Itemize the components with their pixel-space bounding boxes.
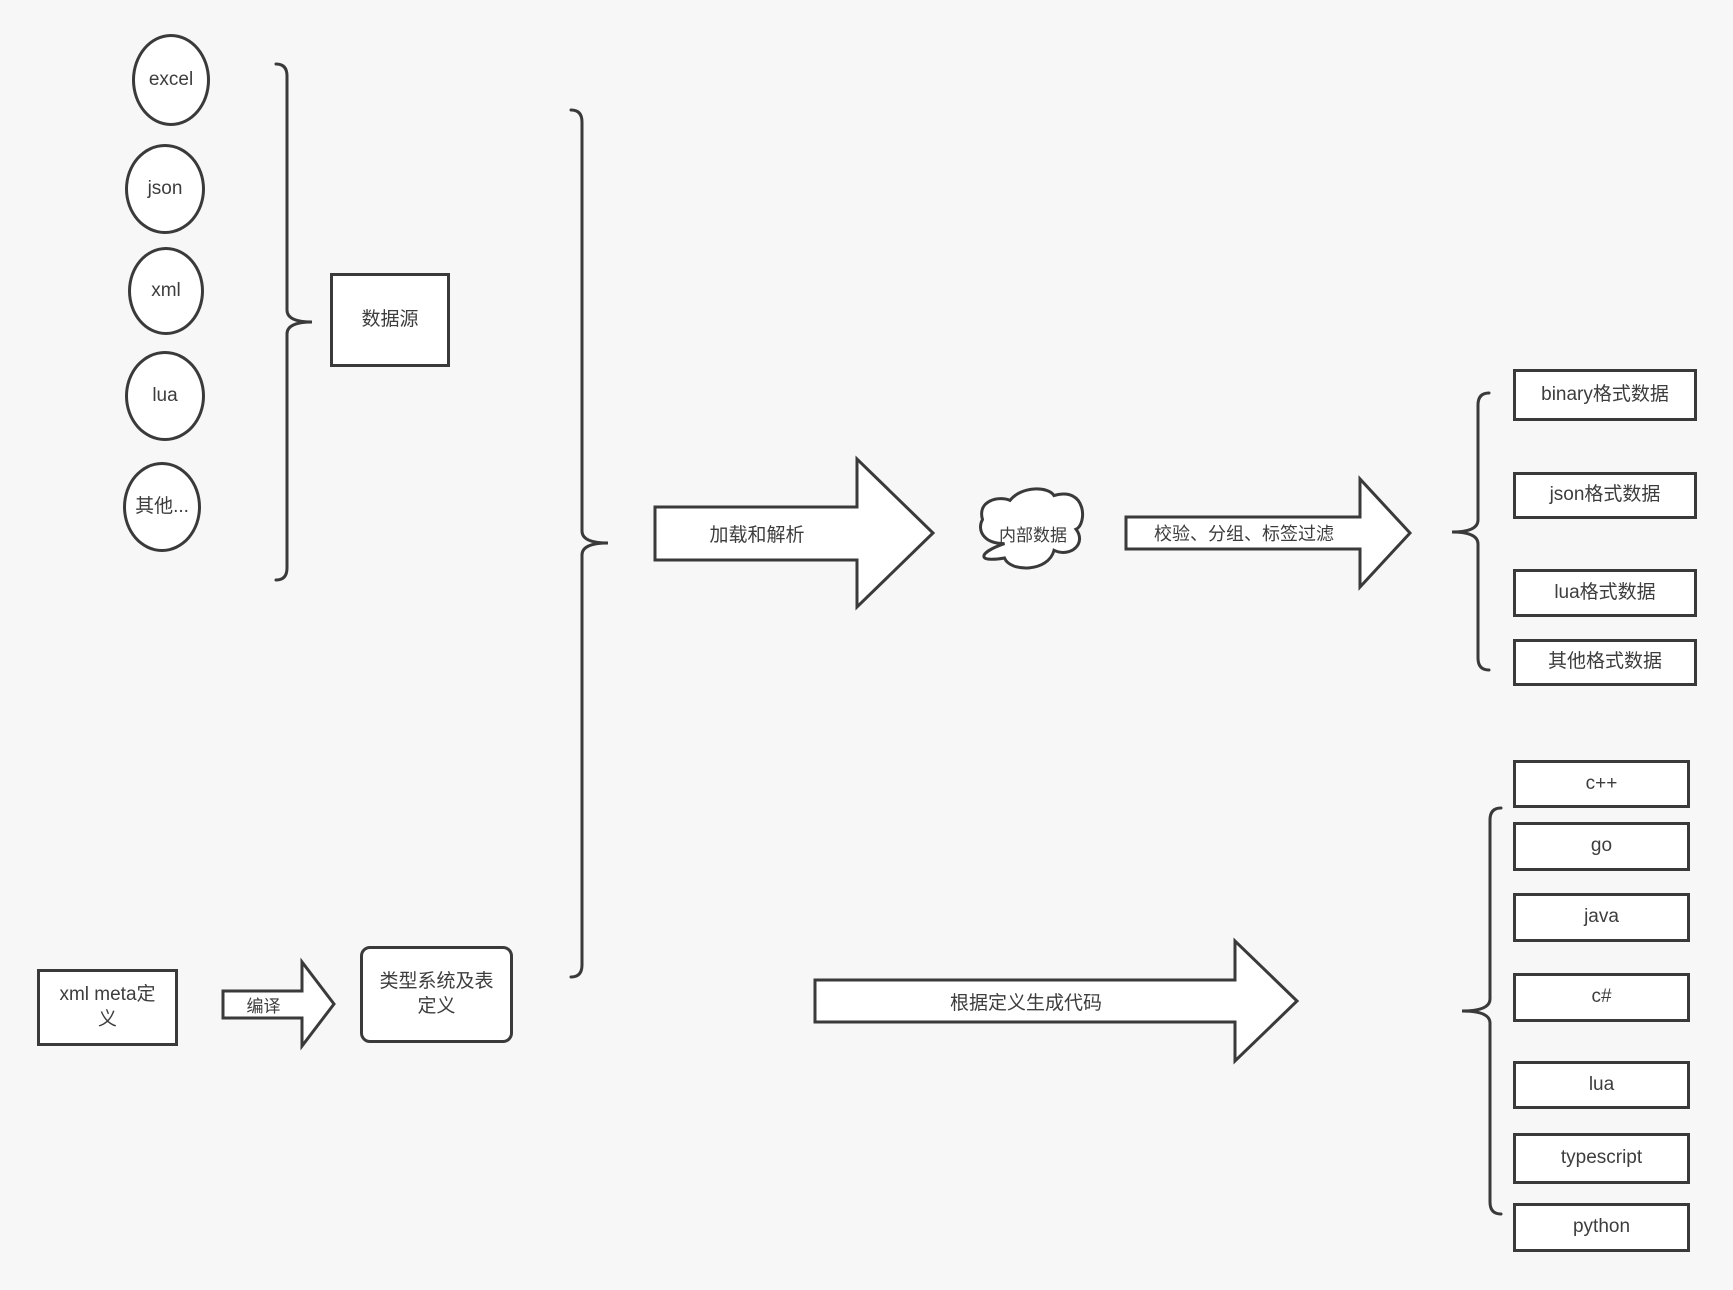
language-box-python: python (1513, 1203, 1690, 1252)
codegen-arrow (813, 937, 1300, 1065)
language-box-java: java (1513, 893, 1690, 942)
xml-meta-label: xml meta定义 (59, 983, 156, 1030)
type-system-label: 类型系统及表定义 (379, 970, 494, 1017)
language-box-cpp: c++ (1513, 760, 1690, 808)
compile-arrow (221, 957, 336, 1051)
language-box-label: typescript (1560, 1147, 1643, 1169)
language-box-go: go (1513, 822, 1690, 871)
language-box-label: c# (1591, 986, 1612, 1008)
internal-data-cloud (979, 487, 1085, 570)
inputs-big-brace (569, 108, 609, 979)
language-box-csharp: c# (1513, 973, 1690, 1022)
format-box-other: 其他格式数据 (1513, 639, 1697, 686)
format-box-label: json格式数据 (1549, 484, 1661, 506)
source-node-lua: lua (125, 351, 205, 441)
source-node-label: xml (151, 279, 181, 301)
xml-meta-box: xml meta定义 (37, 969, 178, 1046)
source-node-excel: excel (132, 34, 210, 126)
language-box-label: python (1572, 1216, 1631, 1238)
formats-brace (1451, 391, 1491, 672)
format-box-json: json格式数据 (1513, 472, 1697, 519)
source-node-label: json (147, 177, 183, 199)
languages-brace (1461, 806, 1503, 1216)
load-parse-arrow (653, 455, 936, 611)
source-node-other: 其他... (123, 462, 201, 552)
format-box-label: lua格式数据 (1554, 581, 1656, 603)
format-box-binary: binary格式数据 (1513, 369, 1697, 421)
sources-brace (274, 62, 313, 582)
format-box-label: binary格式数据 (1541, 383, 1669, 405)
language-box-label: c++ (1585, 772, 1618, 794)
source-node-label: 其他... (135, 495, 189, 517)
language-box-label: java (1584, 906, 1619, 928)
type-system-box: 类型系统及表定义 (360, 946, 513, 1043)
source-node-label: lua (152, 384, 178, 406)
data-source-box: 数据源 (330, 273, 450, 367)
filter-arrow (1124, 475, 1413, 591)
language-box-label: go (1590, 835, 1613, 857)
source-node-label: excel (148, 68, 194, 90)
language-box-typescript: typescript (1513, 1133, 1690, 1184)
data-source-label: 数据源 (361, 308, 419, 330)
source-node-json: json (125, 144, 205, 234)
language-box-lua: lua (1513, 1061, 1690, 1109)
source-node-xml: xml (128, 247, 204, 335)
format-box-lua: lua格式数据 (1513, 569, 1697, 617)
language-box-label: lua (1588, 1073, 1615, 1095)
format-box-label: 其他格式数据 (1547, 651, 1662, 673)
